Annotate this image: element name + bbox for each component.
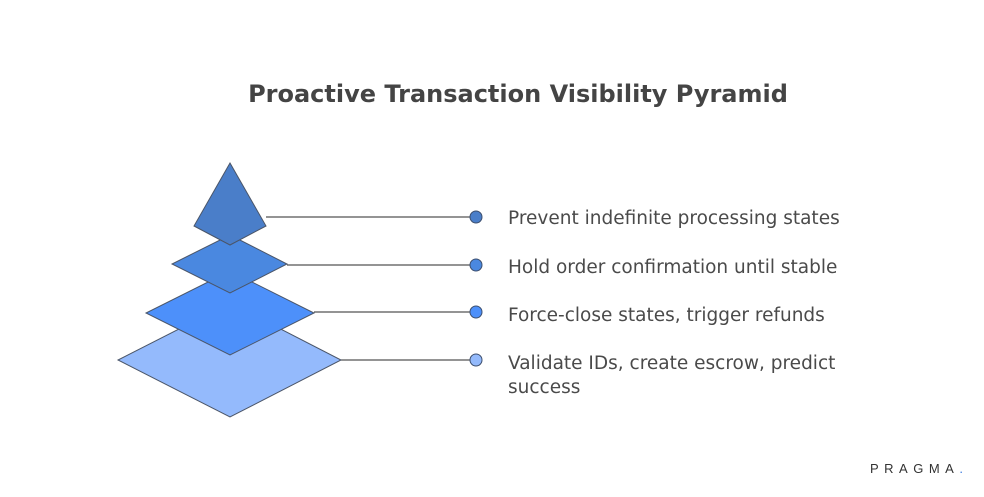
brand-name: PRAGMA bbox=[870, 461, 960, 476]
pyramid-level-1 bbox=[193, 161, 267, 246]
level-3-label: Force-close states, trigger refunds bbox=[508, 305, 825, 326]
level-4-dot bbox=[469, 353, 483, 367]
pyramid-level-2 bbox=[170, 234, 289, 294]
pyramid-level-4 bbox=[116, 302, 343, 418]
level-2-dot bbox=[469, 258, 483, 272]
level-4-label: Validate IDs, create escrow, predict suc… bbox=[508, 353, 836, 398]
level-1-dot bbox=[469, 210, 483, 224]
level-2-label: Hold order confirmation until stable bbox=[508, 257, 838, 278]
level-1-label: Prevent indefinite processing states bbox=[508, 208, 840, 229]
pyramid-level-3 bbox=[144, 270, 316, 356]
brand-dot: . bbox=[959, 461, 963, 476]
level-3-dot bbox=[469, 305, 483, 319]
diagram-title: Proactive Transaction Visibility Pyramid bbox=[248, 80, 788, 108]
brand-logo: PRAGMA. bbox=[870, 461, 963, 476]
